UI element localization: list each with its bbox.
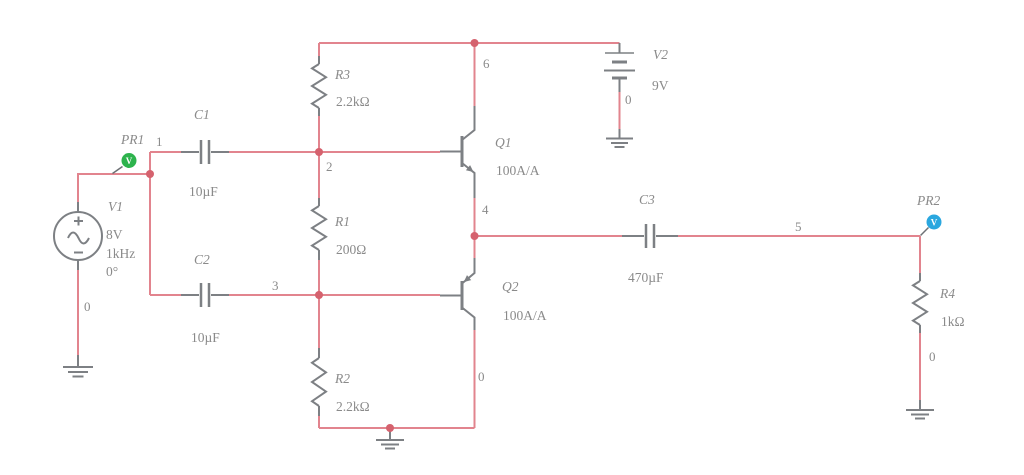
junction-dots (146, 39, 479, 432)
net-label-0-r4: 0 (929, 349, 936, 364)
ac-source-circle (53, 211, 103, 261)
label-Q1-value: 100A/A (496, 163, 540, 178)
net-labels: 1 2 3 4 5 6 0 0 0 0 (84, 56, 936, 384)
npn-emitter-arrow-icon (465, 165, 474, 172)
resistor-zigzag (911, 280, 929, 326)
label-V2-ref: V2 (653, 47, 668, 62)
ground-v2[interactable] (606, 129, 633, 148)
net-label-4: 4 (482, 202, 489, 217)
wire-segment[interactable] (77, 173, 150, 202)
voltage-probe-PR2[interactable]: V PR2 (916, 193, 942, 237)
label-C3-value: 470µF (628, 270, 664, 285)
net-label-3: 3 (272, 278, 279, 293)
label-V2-value: 9V (652, 78, 669, 93)
label-R2-ref: R2 (334, 371, 350, 386)
capacitor-C2[interactable]: C2 10µF (181, 252, 229, 345)
label-V1-voltage: 8V (106, 227, 123, 242)
net-label-6: 6 (483, 56, 490, 71)
junction-dot (386, 424, 394, 432)
capacitor-C1[interactable]: C1 10µF (181, 107, 229, 199)
label-Q1-ref: Q1 (495, 135, 512, 150)
voltage-probe-PR1[interactable]: V PR1 (112, 132, 145, 175)
label-V1-phase: 0° (106, 264, 118, 279)
label-R1-ref: R1 (334, 214, 350, 229)
resistor-R2[interactable]: R2 2.2kΩ (310, 348, 370, 416)
label-R2-value: 2.2kΩ (336, 399, 370, 414)
dc-source-V2[interactable]: V2 9V (604, 43, 669, 93)
transistor-Q1[interactable]: Q1 100A/A (440, 106, 540, 198)
label-C2-value: 10µF (191, 330, 220, 345)
resistor-R1[interactable]: R1 200Ω (310, 198, 366, 260)
probe-letter: V (931, 218, 938, 228)
junction-dot (315, 291, 323, 299)
junction-dot (470, 232, 479, 240)
ground-v1[interactable] (63, 355, 93, 378)
probe-stem (919, 226, 930, 237)
net-label-2: 2 (326, 159, 333, 174)
q2-collector-lead (461, 306, 476, 330)
q1-collector-lead (461, 106, 476, 141)
voltage-probe-icon[interactable] (121, 153, 137, 168)
probe-letter: V (126, 156, 133, 166)
sine-wave-icon (67, 231, 90, 245)
label-R3-value: 2.2kΩ (336, 94, 370, 109)
label-R4-ref: R4 (939, 286, 955, 301)
resistor-zigzag (310, 357, 328, 407)
pnp-emitter-arrow-icon (463, 275, 472, 283)
label-C3-ref: C3 (639, 192, 655, 207)
label-V1-frequency: 1kHz (106, 246, 135, 261)
capacitor-C3[interactable]: C3 470µF (622, 192, 678, 285)
net-label-5: 5 (795, 219, 802, 234)
label-V1-ref: V1 (108, 199, 123, 214)
resistor-R3[interactable]: R3 2.2kΩ (310, 56, 370, 116)
label-R4-value: 1kΩ (941, 314, 965, 329)
label-PR1-ref: PR1 (120, 132, 144, 147)
q1-emitter-lead (461, 162, 476, 198)
net-label-0-v2: 0 (625, 92, 632, 107)
transistor-Q2[interactable]: Q2 100A/A (440, 258, 547, 330)
junction-dot (315, 148, 323, 156)
ground-bottom[interactable] (376, 428, 404, 450)
junction-dot (470, 39, 479, 47)
label-C2-ref: C2 (194, 252, 210, 267)
ground-r4[interactable] (906, 400, 934, 420)
label-Q2-ref: Q2 (502, 279, 519, 294)
label-C1-value: 10µF (189, 184, 218, 199)
label-R1-value: 200Ω (336, 242, 366, 257)
label-Q2-value: 100A/A (503, 308, 547, 323)
net-label-0-v1: 0 (84, 299, 91, 314)
resistor-zigzag (310, 205, 328, 251)
label-R3-ref: R3 (334, 67, 350, 82)
resistor-R4[interactable]: R4 1kΩ (911, 273, 965, 333)
net-label-1: 1 (156, 134, 163, 149)
resistor-zigzag (310, 63, 328, 109)
ac-source-V1[interactable]: V1 8V 1kHz 0° (53, 199, 135, 279)
net-label-0-q2: 0 (478, 369, 485, 384)
wires (77, 42, 921, 429)
voltage-probe-icon[interactable] (926, 214, 942, 230)
label-PR2-ref: PR2 (916, 193, 940, 208)
junction-dot (146, 170, 154, 178)
label-C1-ref: C1 (194, 107, 210, 122)
probe-stem (112, 165, 123, 175)
